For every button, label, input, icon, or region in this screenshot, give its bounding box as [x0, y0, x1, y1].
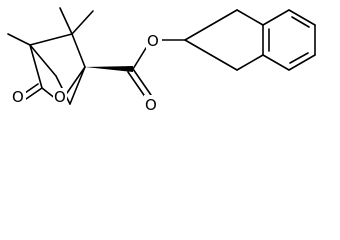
tetralin-ring	[184, 9, 316, 71]
bond-ester-co-1	[132, 68, 152, 96]
bond-ar-4	[288, 54, 316, 71]
bond-t4-t4a	[236, 9, 264, 26]
bond-c4-methyl	[7, 33, 31, 46]
bond-gemdimethyl-me2	[71, 10, 94, 35]
bond-ar-double-1	[291, 16, 310, 28]
molecule-canvas: O O O O	[0, 0, 340, 117]
bond-t8a-t4a	[236, 54, 264, 71]
bond-t1-t8a	[210, 54, 238, 71]
bond-obridge-c1	[66, 66, 86, 94]
bond-ester-co-2	[127, 71, 147, 99]
bond-ch2-c1	[69, 66, 86, 105]
bond-lactone-co-1	[25, 87, 43, 100]
bond-t3-t4	[210, 9, 238, 26]
ester-carbonyl-oxygen-label: O	[145, 96, 157, 114]
atom-labels: O O O O	[12, 32, 162, 114]
bond-c4-carbonyl	[29, 44, 43, 89]
bridge-oxygen-label: O	[54, 88, 66, 106]
ester-group	[85, 39, 186, 99]
bond-c4-ch2	[29, 44, 57, 77]
bond-t2-t1	[184, 39, 212, 56]
ketone-oxygen-label: O	[12, 88, 24, 106]
bond-gemdimethyl-me1	[59, 7, 73, 35]
bond-ester-c-o	[132, 47, 147, 70]
ester-oxygen-label: O	[147, 32, 159, 50]
bond-ar-double-2	[289, 52, 309, 64]
bond-gemdimethyl-c1	[71, 33, 86, 68]
bond-ar-1	[262, 9, 290, 26]
bond-gemdimethyl-c4	[29, 33, 73, 46]
camphanate-core	[7, 7, 94, 105]
bond-t2-t3	[184, 24, 212, 41]
bond-ar-2	[288, 9, 316, 26]
chemical-structure: O O O O	[7, 7, 316, 114]
bond-ar-5	[262, 54, 290, 71]
wedge-bond-c1-ester	[85, 66, 133, 72]
